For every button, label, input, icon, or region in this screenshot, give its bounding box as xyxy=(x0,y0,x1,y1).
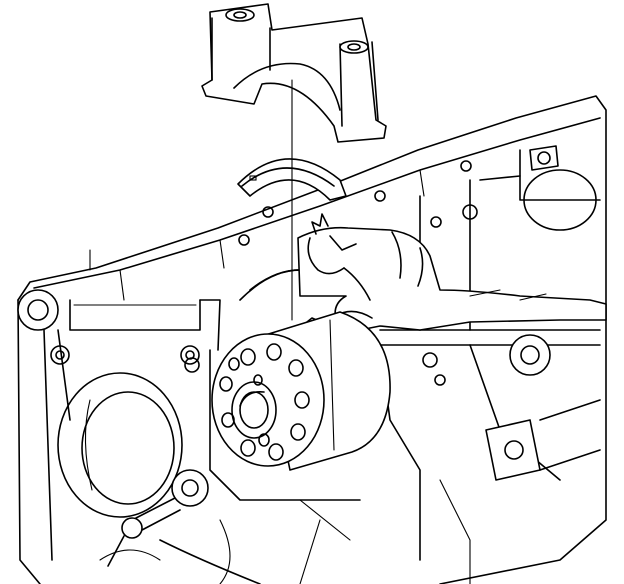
crankshaft-journal xyxy=(211,311,391,471)
main-bearing-cap xyxy=(201,3,387,143)
